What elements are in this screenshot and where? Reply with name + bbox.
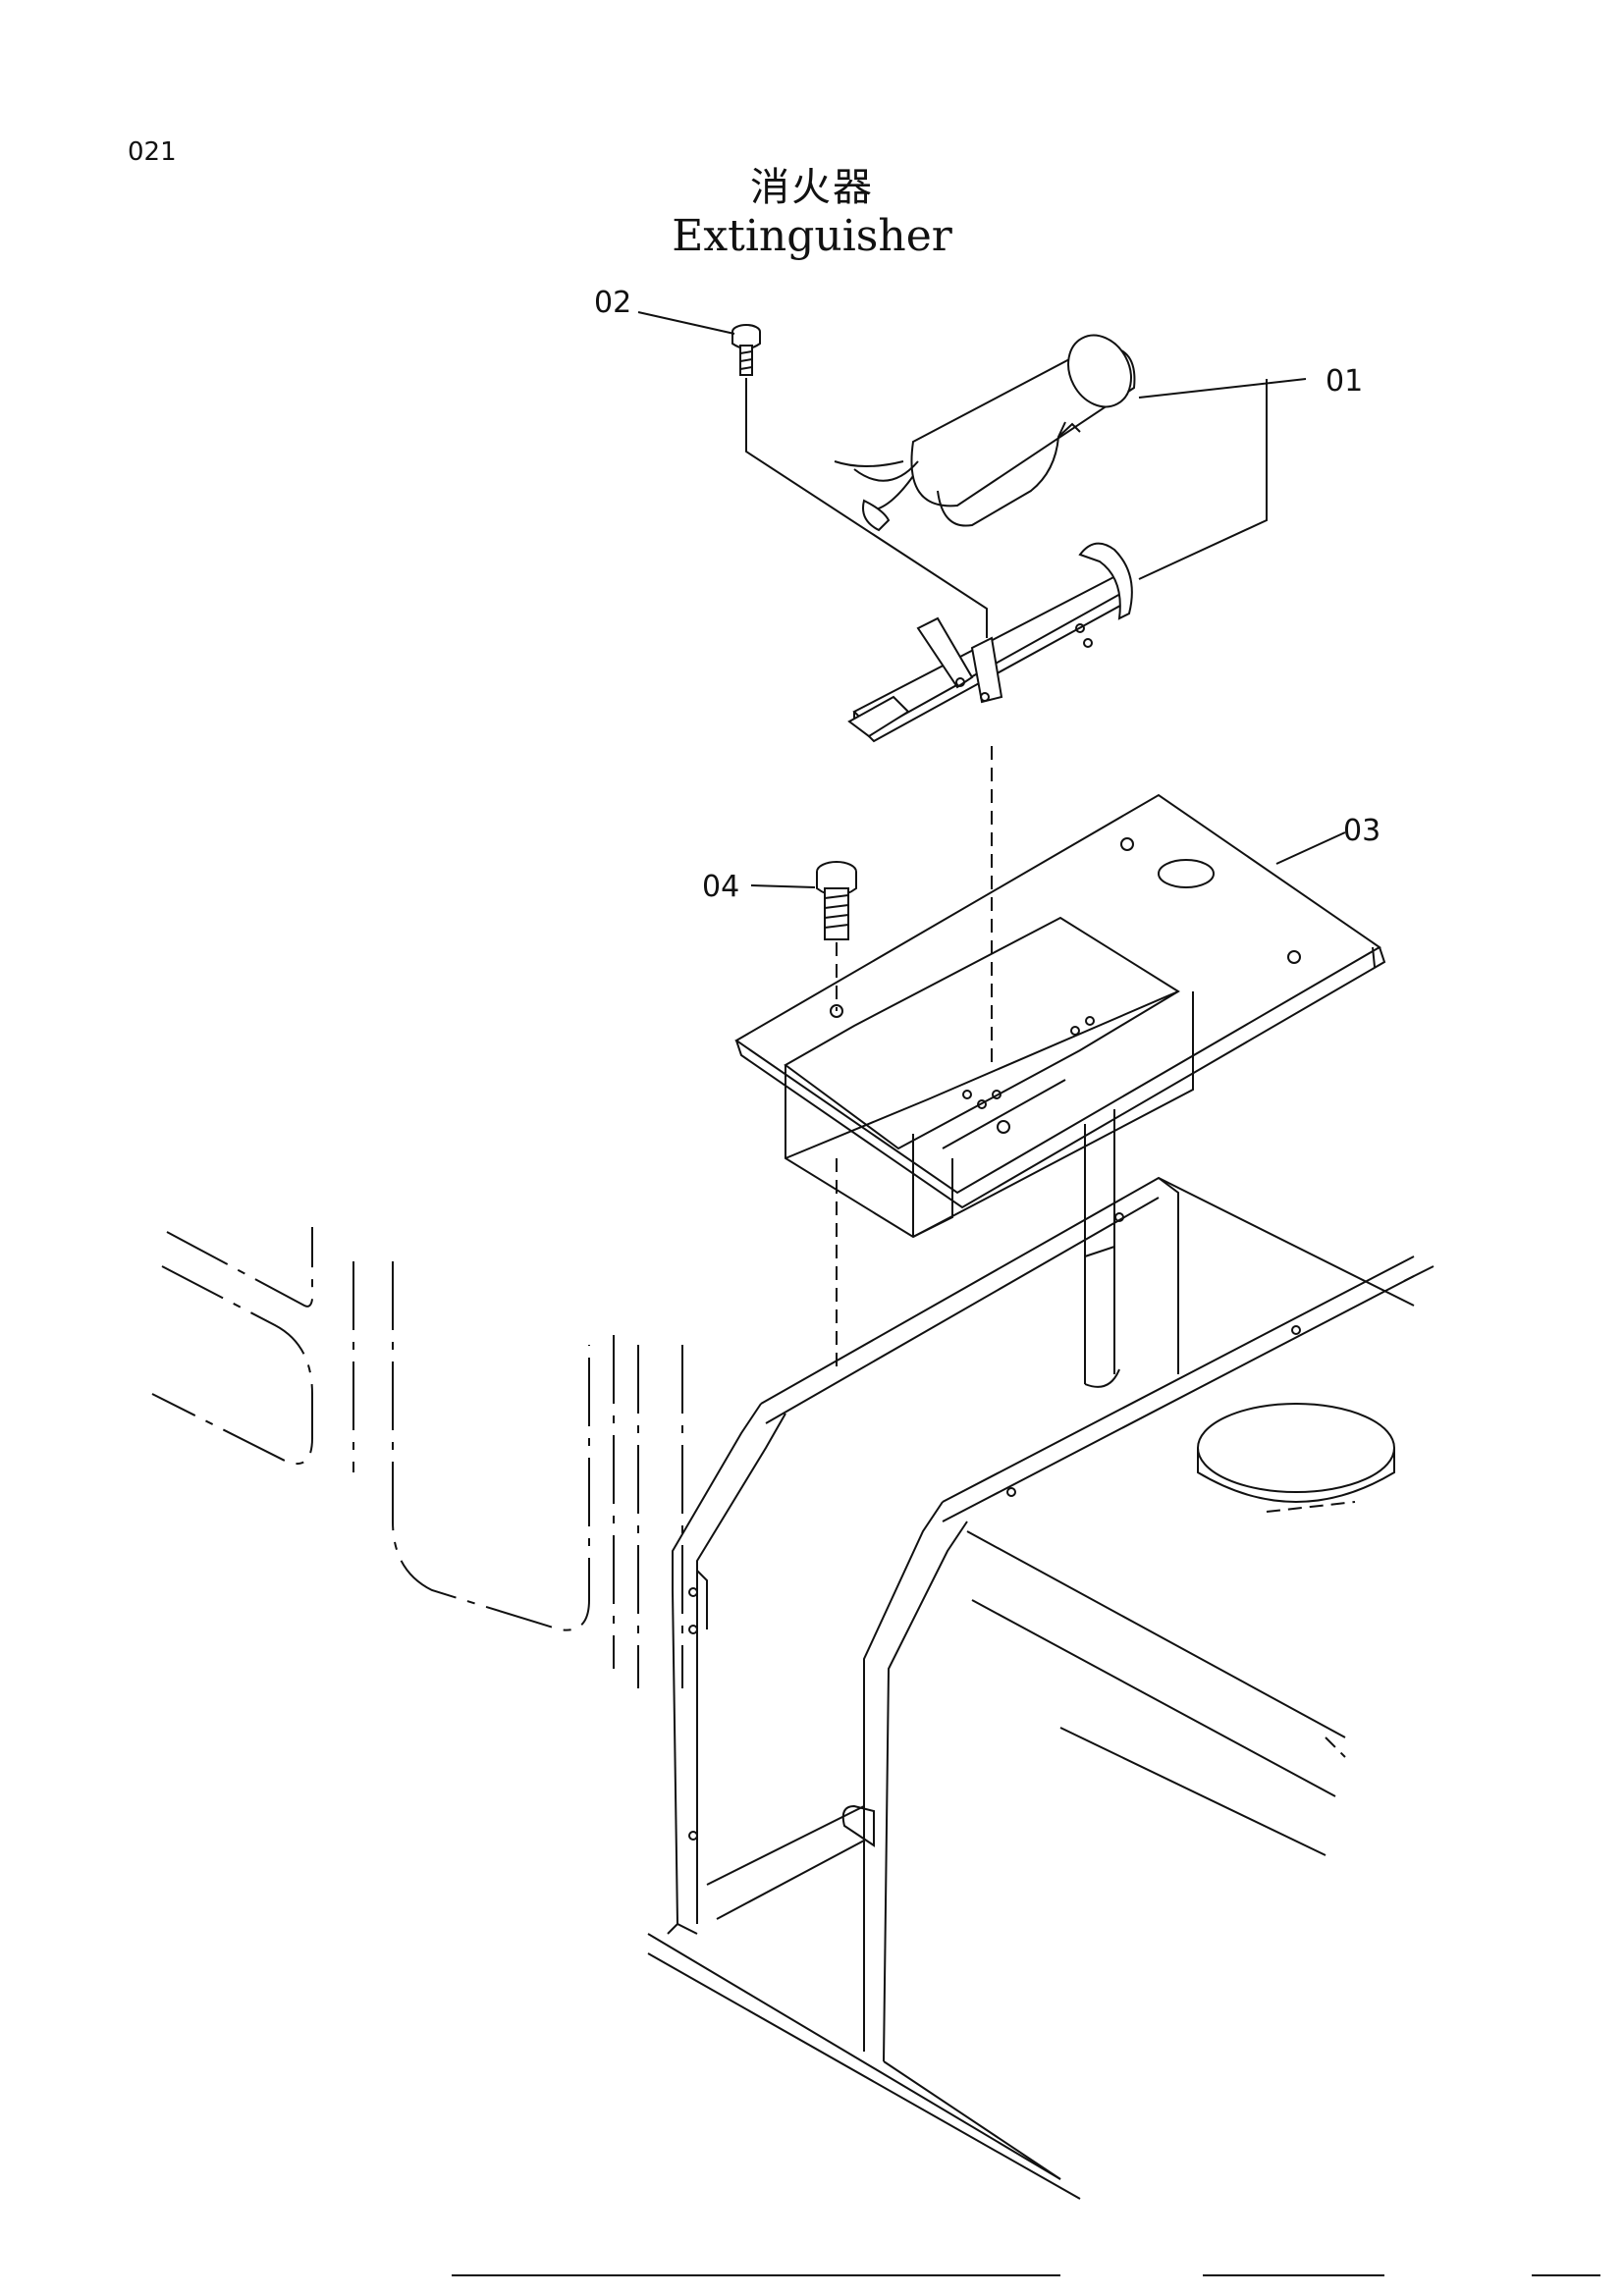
callout-04: 04 <box>702 870 739 904</box>
bracket-bolt <box>731 324 988 638</box>
title-english: Extinguisher <box>672 211 952 261</box>
callout-01: 01 <box>1326 364 1363 399</box>
page-number: 021 <box>128 137 177 167</box>
callout-02: 02 <box>594 286 631 320</box>
extinguisher-bracket <box>847 542 1133 743</box>
cab-outline <box>151 1227 683 1688</box>
title-japanese: 消火器 <box>750 165 874 210</box>
extinguisher-bottle <box>834 334 1136 532</box>
leader-lines <box>637 311 1346 888</box>
callout-03: 03 <box>1343 814 1380 848</box>
mounting-plate <box>734 793 1386 1239</box>
frame-structure <box>647 1109 1435 2200</box>
plate-bolt <box>816 861 857 1374</box>
